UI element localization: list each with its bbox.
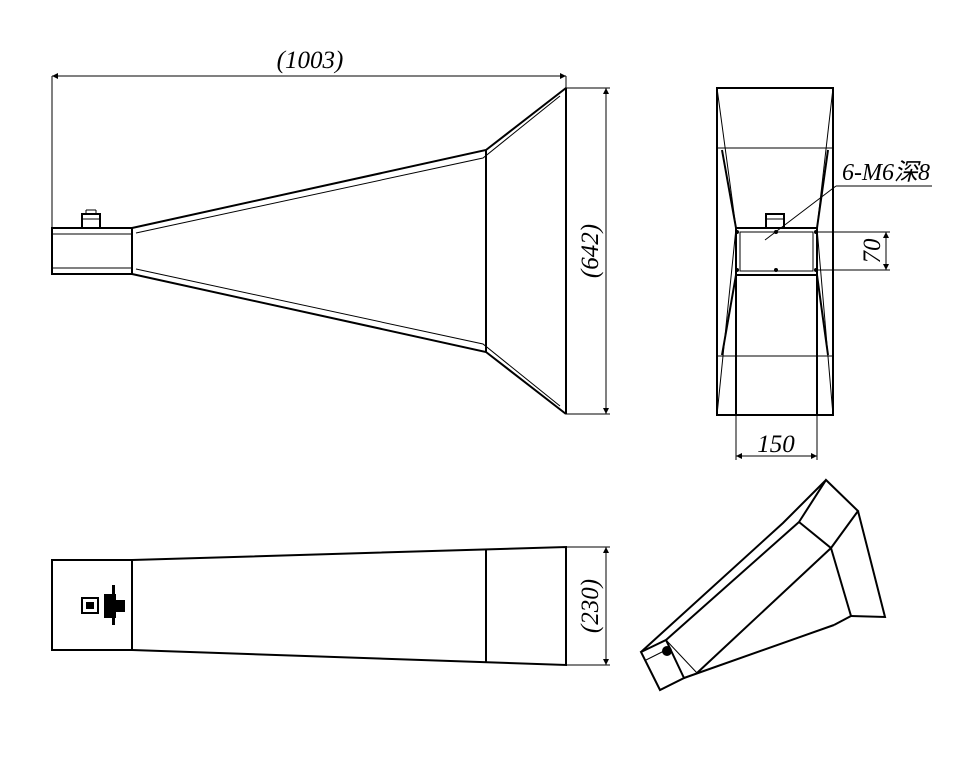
waveguide-top (51, 559, 133, 651)
dimension-mouth-width: (230) (566, 546, 610, 666)
flange-face (735, 227, 818, 276)
coax-connector (81, 209, 101, 229)
dimension-mouth-height: (642) (566, 87, 610, 415)
dimension-flange-height: 70 (817, 231, 890, 271)
iso-connector (662, 646, 672, 656)
mouth-width-label: (230) (577, 579, 604, 633)
dimension-overall-length: (1003) (51, 47, 567, 228)
connector-top-symbol (81, 585, 125, 625)
mounting-holes (735, 230, 818, 272)
front-view: (1003) (642) (51, 47, 610, 415)
isometric-view (639, 478, 887, 692)
flange-height-label: 70 (859, 238, 886, 264)
thread-note-label: 6-M6深8 (842, 160, 930, 186)
top-view: (230) (51, 545, 610, 667)
dimension-flange-width: 150 (735, 415, 818, 460)
overall-length-label: (1003) (277, 47, 344, 74)
mouth-height-label: (642) (577, 224, 604, 278)
iso-waveguide-end (639, 638, 686, 692)
end-view: 6-M6深8 70 150 (716, 87, 932, 460)
waveguide-section (51, 227, 133, 275)
thread-note: 6-M6深8 (764, 160, 932, 241)
horn-upper-edge (131, 87, 567, 229)
horn-lower-edge (131, 273, 567, 415)
end-view-connector (765, 213, 785, 229)
flange-width-label: 150 (757, 431, 795, 458)
aperture-outline (716, 87, 834, 416)
